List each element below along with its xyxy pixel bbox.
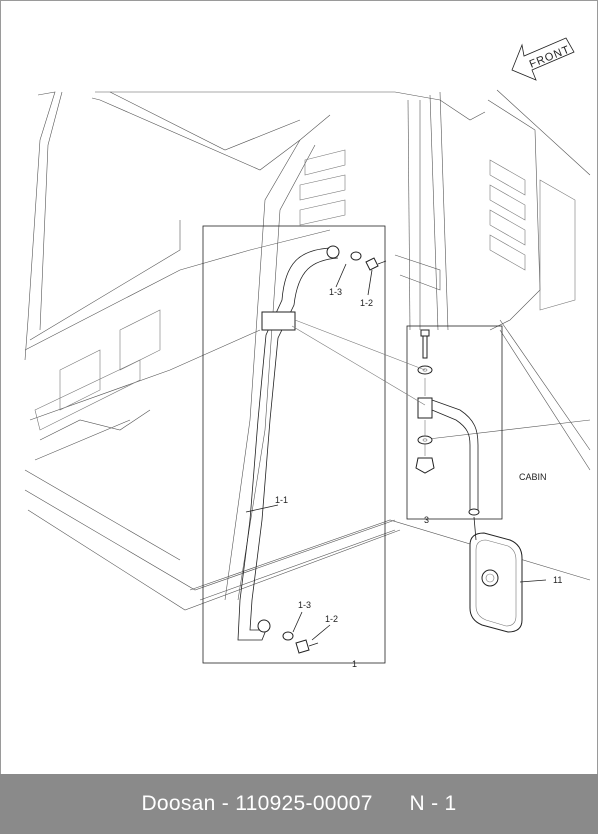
footer-gap <box>373 792 410 816</box>
guide-lines <box>291 319 426 406</box>
cabin-structure <box>24 89 591 611</box>
leader-lines <box>245 263 547 641</box>
mirror-bracket-assembly <box>415 329 480 516</box>
callout-bolt-bottom: 1-2 <box>325 614 338 624</box>
assembly-3-box <box>406 325 503 520</box>
front-arrow-icon: FRONT <box>511 37 575 81</box>
callout-bracket-assembly: 3 <box>424 515 429 525</box>
front-label: FRONT <box>528 44 572 71</box>
footer-part-number: 110925-00007 <box>235 792 373 815</box>
footer-separator: - <box>215 792 236 815</box>
footer-bar: Doosan - 110925-00007 N - 1 <box>0 774 598 834</box>
assembly-1-box <box>202 225 386 664</box>
footer-brand: Doosan <box>141 792 216 815</box>
callout-mirror: 11 <box>553 575 562 585</box>
footer-page: N - 1 <box>409 792 457 815</box>
top-fasteners <box>350 251 387 271</box>
callout-washer-bottom: 1-3 <box>298 600 311 610</box>
callout-bolt-top: 1-2 <box>360 298 373 308</box>
callout-washer-top: 1-3 <box>329 287 342 297</box>
callout-assembly-1: 1 <box>352 659 357 669</box>
callout-tube: 1-1 <box>275 495 288 505</box>
cabin-label: CABIN <box>519 472 547 482</box>
mirror <box>469 516 523 633</box>
bottom-fasteners <box>282 631 319 654</box>
exploded-parts-diagram: FRONT <box>24 37 591 669</box>
mirror-stay-tube <box>237 245 340 641</box>
